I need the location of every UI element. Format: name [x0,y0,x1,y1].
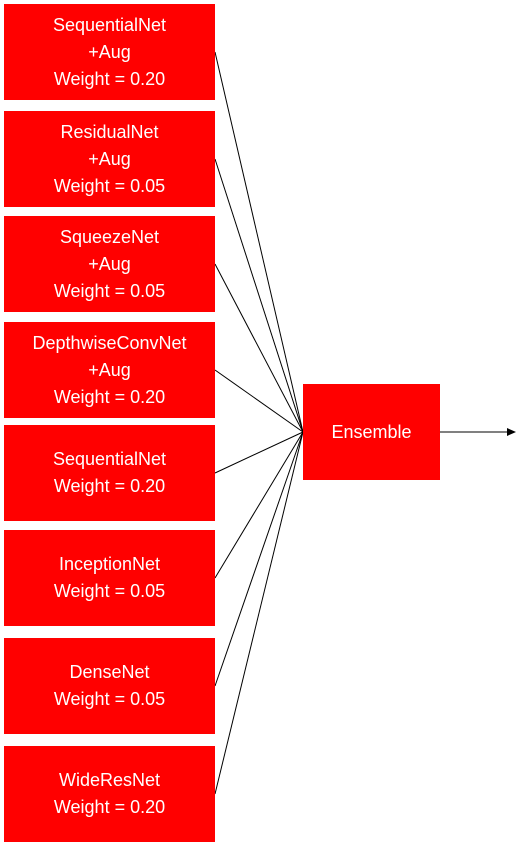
model-weight: Weight = 0.20 [53,797,166,817]
model-weight: Weight = 0.05 [53,280,166,301]
model-name: DenseNet [69,662,150,682]
model-aug: +Aug [88,41,131,62]
ensemble-box: Ensemble [303,384,440,480]
connector-line-6 [214,431,304,579]
model-weight: Weight = 0.05 [53,581,166,601]
model-aug: +Aug [88,359,131,380]
model-name: SqueezeNet [59,226,160,247]
model-box-inceptionnet: InceptionNet Weight = 0.05 [4,530,215,626]
model-name: DepthwiseConvNet [32,332,187,353]
connector-line-4 [214,369,304,433]
model-box-squeezenet-aug: SqueezeNet +Aug Weight = 0.05 [4,216,215,312]
connector-line-7 [214,431,304,687]
model-name: WideResNet [58,770,161,790]
connector-line-8 [214,431,304,795]
model-box-densenet: DenseNet Weight = 0.05 [4,638,215,734]
model-box-wideresnet: WideResNet Weight = 0.20 [4,746,215,842]
model-weight: Weight = 0.05 [53,175,166,196]
model-weight: Weight = 0.20 [53,476,166,496]
model-name: ResidualNet [60,121,159,142]
ensemble-label: Ensemble [331,421,412,442]
output-arrowhead [507,428,516,436]
model-box-depthwiseconvnet-aug: DepthwiseConvNet +Aug Weight = 0.20 [4,322,215,418]
model-weight: Weight = 0.05 [53,689,166,709]
model-name: SequentialNet [52,449,167,469]
connector-line-3 [214,263,304,433]
connector-line-5 [214,431,304,474]
model-box-sequentialnet: SequentialNet Weight = 0.20 [4,425,215,521]
model-aug: +Aug [88,148,131,169]
model-box-sequentialnet-aug: SequentialNet +Aug Weight = 0.20 [4,4,215,100]
model-name: SequentialNet [52,14,167,35]
model-aug: +Aug [88,253,131,274]
model-box-residualnet-aug: ResidualNet +Aug Weight = 0.05 [4,111,215,207]
model-weight: Weight = 0.20 [53,386,166,407]
connector-line-1 [214,51,304,433]
model-name: InceptionNet [58,554,161,574]
model-weight: Weight = 0.20 [53,68,166,89]
connector-line-2 [214,158,304,433]
